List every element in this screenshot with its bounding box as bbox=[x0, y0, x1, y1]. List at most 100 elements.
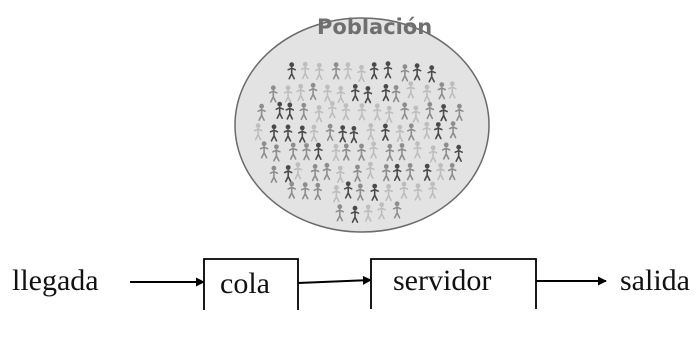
population-people bbox=[253, 61, 464, 223]
person-icon bbox=[405, 163, 415, 181]
person-icon bbox=[384, 105, 394, 123]
person-icon bbox=[370, 183, 380, 201]
person-icon bbox=[341, 143, 351, 161]
person-icon bbox=[385, 143, 395, 162]
person-icon bbox=[253, 123, 263, 141]
person-icon bbox=[428, 145, 438, 163]
person-icon bbox=[350, 84, 360, 102]
person-icon bbox=[377, 202, 386, 220]
person-icon bbox=[406, 123, 416, 141]
person-icon bbox=[369, 141, 378, 159]
person-icon bbox=[422, 121, 432, 140]
person-icon bbox=[392, 163, 402, 182]
person-icon bbox=[397, 143, 407, 161]
person-icon bbox=[441, 142, 451, 160]
person-icon bbox=[422, 163, 432, 181]
queue-label: cola bbox=[220, 267, 270, 300]
person-icon bbox=[353, 164, 362, 182]
person-icon bbox=[447, 81, 457, 99]
person-icon bbox=[357, 103, 367, 121]
person-icon bbox=[285, 102, 295, 120]
person-icon bbox=[314, 62, 324, 81]
person-icon bbox=[338, 125, 348, 143]
person-icon bbox=[335, 165, 345, 183]
person-icon bbox=[310, 164, 320, 182]
person-icon bbox=[357, 143, 366, 161]
person-icon bbox=[293, 162, 303, 180]
person-icon bbox=[287, 181, 297, 199]
server-label: servidor bbox=[393, 264, 491, 297]
person-icon bbox=[425, 102, 435, 120]
person-icon bbox=[400, 102, 410, 120]
person-icon bbox=[283, 85, 293, 103]
person-icon bbox=[427, 65, 437, 83]
person-icon bbox=[447, 163, 457, 181]
person-icon bbox=[454, 144, 464, 162]
person-icon bbox=[343, 62, 353, 80]
person-icon bbox=[288, 142, 298, 160]
person-icon bbox=[335, 204, 345, 222]
person-icon bbox=[448, 121, 458, 139]
person-icon bbox=[437, 82, 447, 100]
person-icon bbox=[314, 142, 323, 160]
person-icon bbox=[272, 144, 281, 162]
population-title: Población bbox=[317, 15, 432, 39]
exit-label: salida bbox=[620, 264, 690, 297]
person-icon bbox=[357, 64, 366, 83]
person-icon bbox=[313, 182, 323, 201]
person-icon bbox=[297, 125, 307, 143]
person-icon bbox=[283, 124, 293, 142]
person-icon bbox=[428, 181, 437, 199]
person-icon bbox=[349, 125, 359, 144]
person-icon bbox=[384, 184, 393, 202]
server-box bbox=[370, 258, 537, 309]
person-icon bbox=[275, 101, 285, 119]
person-icon bbox=[343, 181, 353, 199]
person-icon bbox=[381, 84, 391, 102]
person-icon bbox=[422, 84, 432, 102]
arrival-label: llegada bbox=[12, 264, 99, 297]
person-icon bbox=[341, 103, 351, 121]
person-icon bbox=[308, 82, 318, 101]
person-icon bbox=[413, 183, 423, 201]
person-icon bbox=[406, 81, 416, 99]
queue-to-server-arrow bbox=[297, 275, 372, 285]
queue-flow: llegada cola servidor salida bbox=[12, 258, 690, 310]
person-icon bbox=[331, 62, 341, 80]
person-icon bbox=[455, 103, 464, 121]
person-icon bbox=[327, 101, 337, 119]
person-icon bbox=[366, 123, 376, 141]
person-icon bbox=[309, 124, 319, 142]
person-icon bbox=[259, 141, 269, 159]
person-icon bbox=[325, 123, 335, 141]
person-icon bbox=[412, 63, 422, 81]
person-icon bbox=[299, 102, 309, 121]
person-icon bbox=[331, 143, 341, 162]
queue-box bbox=[203, 258, 299, 310]
person-icon bbox=[439, 104, 448, 122]
person-icon bbox=[336, 85, 346, 104]
person-icon bbox=[363, 204, 373, 222]
person-icon bbox=[257, 103, 266, 121]
person-icon bbox=[363, 86, 373, 104]
person-icon bbox=[381, 164, 391, 182]
person-icon bbox=[413, 141, 422, 159]
person-icon bbox=[395, 124, 405, 142]
person-icon bbox=[314, 105, 324, 123]
person-icon bbox=[369, 62, 379, 80]
person-icon bbox=[392, 201, 402, 219]
population-group: Población bbox=[234, 15, 490, 233]
person-icon bbox=[287, 62, 297, 80]
person-icon bbox=[436, 163, 445, 181]
person-icon bbox=[350, 205, 360, 223]
person-icon bbox=[269, 124, 279, 142]
person-icon bbox=[300, 182, 310, 200]
person-icon bbox=[399, 181, 409, 199]
person-icon bbox=[283, 165, 293, 183]
person-icon bbox=[391, 85, 401, 103]
person-icon bbox=[322, 162, 332, 181]
person-icon bbox=[269, 165, 279, 183]
person-icon bbox=[366, 161, 375, 179]
person-icon bbox=[372, 103, 382, 121]
